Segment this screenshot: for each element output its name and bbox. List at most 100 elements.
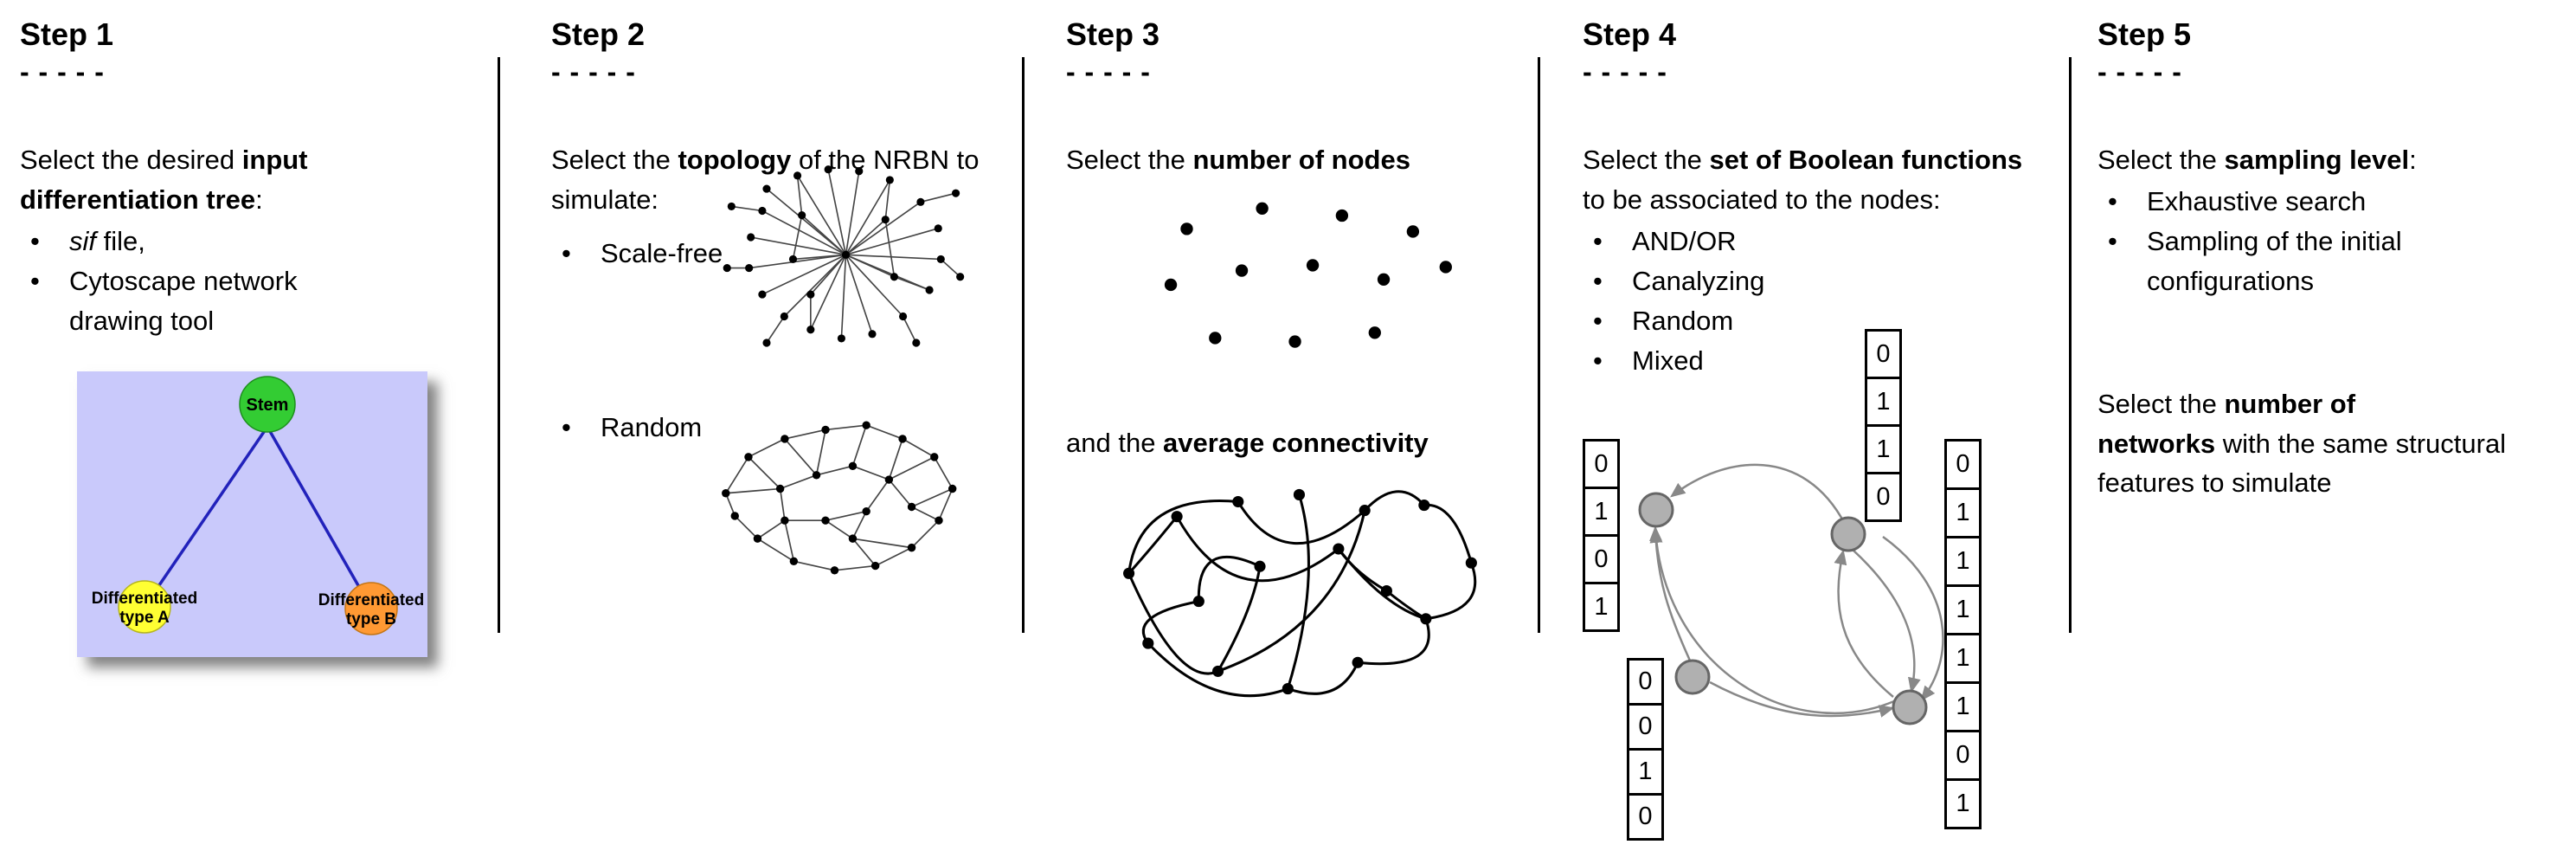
regulation-edge [1834,549,1894,698]
network-node [1368,326,1381,339]
network-edge [725,487,781,494]
network-node [1418,499,1430,512]
boolean-cell: 0 [1944,439,1982,490]
step4-dashes: - - - - - [1583,56,1667,88]
step5-dashes: - - - - - [2097,56,2182,88]
network-edge [1337,548,1388,592]
network-edge [1385,590,1427,621]
step2-intro: Select the topology of the NRBN to simul… [551,140,984,220]
network-node [925,286,934,294]
nodes-dots-illustration [1164,202,1452,348]
scale-free-network-illustration [723,165,965,347]
divider-4 [2069,57,2072,633]
step3-line2-bold: average connectivity [1163,428,1429,458]
network-edge [934,456,954,489]
network-edge [888,456,935,480]
network-edge [834,564,876,571]
sif-italic: sif [69,225,96,256]
step2-intro-bold: topology [678,145,792,176]
network-node [898,435,907,443]
network-node [781,516,789,525]
network-node [868,330,877,338]
divider-2 [1022,57,1025,633]
network-edge [1127,515,1179,575]
option-canalyzing: Canalyzing [1583,261,2046,301]
network-edge [825,519,853,539]
network-node [775,484,785,493]
boolean-function-options: AND/OR Canalyzing Random Mixed [1583,222,2046,381]
type-b-label-line1: Differentiated [318,591,424,609]
step5-para2-tail: with the same structural features to sim… [2097,428,2507,499]
step5-intro: Select the sampling level: [2097,140,2572,180]
network-edge [810,254,847,295]
step4-intro-tail: to be associated to the nodes: [1583,184,1941,216]
network-edge [731,205,763,212]
network-node [1406,225,1420,238]
network-edge [761,210,846,256]
network-node [848,461,858,471]
step2-dashes: - - - - - [551,56,636,88]
network-node [870,561,880,571]
network-node [930,453,939,461]
network-edge [845,201,922,255]
network-node [1352,656,1364,668]
topology-option-random: Random [551,408,702,448]
network-edge [884,219,896,277]
network-edge [756,519,786,539]
boolean-cell: 0 [1627,703,1664,751]
step1-intro-bold: input differentiation tree [20,145,308,216]
network-edge [852,538,912,549]
network-edge [1237,500,1366,545]
type-b-node [344,582,398,635]
sif-rest: file, [96,225,145,256]
step3-line2-plain: and the [1066,428,1164,458]
network-edge [748,438,786,458]
network-node [1209,332,1222,345]
step5-intro-plain: Select the [2097,145,2225,176]
network-edge [757,538,794,563]
network-edge [1217,510,1366,673]
step5-column: Step 5 - - - - - Select the sampling lev… [2097,16,2572,503]
network-edge [865,424,903,440]
network-node [753,534,762,543]
network-node [1211,665,1224,677]
network-node [793,171,802,180]
network-node [1359,505,1371,517]
regulation-edge [1852,549,1921,693]
network-node [948,484,957,493]
network-edge [1364,490,1425,512]
network-node [862,507,870,516]
network-node [747,233,755,242]
network-edge [894,275,930,291]
network-edge [920,192,956,203]
network-node [1335,209,1349,222]
network-edge [1423,503,1473,564]
type-b-label-line2: type B [346,610,396,629]
step1-intro-tail: : [255,184,263,216]
network-edge [940,258,961,278]
network-edge [1127,500,1238,574]
network-edge [851,538,877,567]
network-edge [845,171,860,255]
option-mixed: Mixed [1583,341,2046,381]
network-edge [1357,618,1430,666]
network-edge [748,254,846,269]
boolean-cell: 1 [1583,487,1620,537]
network-node [1420,613,1432,625]
network-node [841,250,851,259]
network-node [1235,264,1249,277]
network-edge [875,546,912,567]
cytoscape-line2: drawing tool [69,305,215,336]
network-node [1256,202,1269,215]
regulation-edge [1670,463,1847,525]
network-node [956,273,965,281]
network-node [1288,335,1301,348]
network-edge [888,479,913,508]
network-edge [845,255,873,335]
network-edge [725,456,749,494]
